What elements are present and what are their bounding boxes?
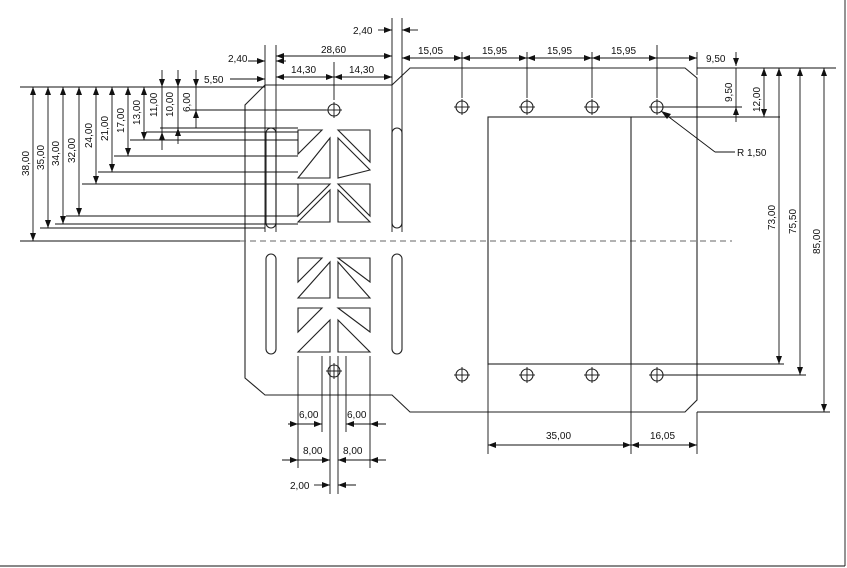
hole-icon [326,363,342,379]
dim-left-38: 38,00 [21,151,32,176]
dim-left-24: 24,00 [84,123,95,148]
dim-top-15-95-a: 15,95 [482,46,507,57]
dim-top-9-50: 9,50 [706,54,726,65]
dim-top-15-95-c: 15,95 [611,46,636,57]
dim-left-35: 35,00 [36,145,47,170]
bottom-dimension-lines [282,356,698,494]
hole-icon [584,367,600,383]
dim-bottom-6-left: 6,00 [299,410,319,421]
dim-left-6: 6,00 [182,92,193,112]
dim-radius-label: R 1,50 [737,148,767,159]
dim-top-15-05: 15,05 [418,46,443,57]
slot-left-top [265,127,277,229]
slot-right-bottom [391,253,403,355]
slot-right-top [391,127,403,229]
dim-left-17: 17,00 [116,108,127,133]
dim-bottom-2: 2,00 [290,481,310,492]
hole-icon [519,99,535,115]
dim-top-14-30-b: 14,30 [349,65,374,76]
slot-left-bottom [265,253,277,355]
dim-left-21: 21,00 [100,116,111,141]
part-outline [244,67,698,413]
dim-bottom-8-right: 8,00 [343,446,363,457]
dim-right-12: 12,00 [752,87,763,112]
hole-icon [584,99,600,115]
hole-icon [454,367,470,383]
hole-icon [519,367,535,383]
dim-right-73: 73,00 [767,205,778,230]
hole-icon [454,99,470,115]
triangle-cutouts-top [296,129,372,223]
dim-top-5-50: 5,50 [204,75,224,86]
dim-bottom-35: 35,00 [546,431,571,442]
left-dimension-lines [20,70,326,242]
dim-top-14-30-a: 14,30 [291,65,316,76]
dim-right-75-50: 75,50 [788,209,799,234]
right-dimension-lines [631,67,836,413]
dim-bottom-16-05: 16,05 [650,431,675,442]
dim-right-85: 85,00 [812,229,823,254]
dim-bottom-6-right: 6,00 [347,410,367,421]
dim-bottom-8-left: 8,00 [303,446,323,457]
dim-top-28-60: 28,60 [321,45,346,56]
holes [326,99,665,383]
dim-top-2-40-left: 2,40 [228,54,248,65]
hole-icon [649,367,665,383]
dim-left-13: 13,00 [132,100,143,125]
triangle-cutouts-bottom [296,257,372,353]
dim-left-10: 10,00 [165,92,176,117]
rectangle-cutout [487,116,632,365]
dim-top-2-40: 2,40 [353,26,373,37]
top-dimension-lines [230,18,739,232]
dim-left-11: 11,00 [149,92,160,117]
dim-left-34: 34,00 [51,141,62,166]
hole-icon [326,102,342,118]
dim-left-32: 32,00 [67,138,78,163]
dim-right-9-50: 9,50 [724,82,735,102]
dim-top-15-95-b: 15,95 [547,46,572,57]
